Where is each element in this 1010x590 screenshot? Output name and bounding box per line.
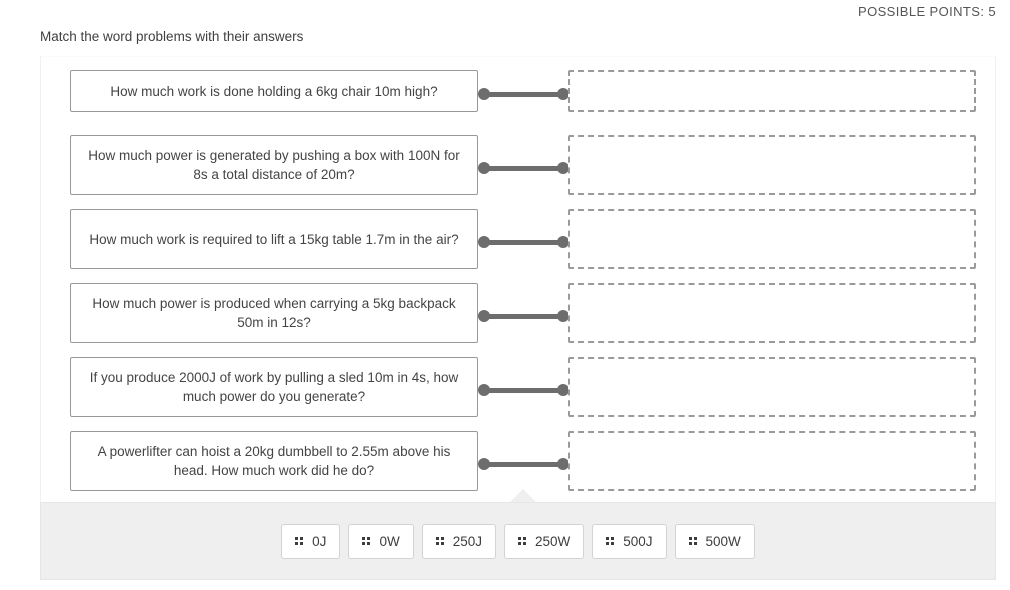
prompt-text: If you produce 2000J of work by pulling … [89,370,459,404]
answer-drop-zone[interactable] [568,283,976,343]
match-row: How much work is done holding a 6kg chai… [41,57,995,131]
prompt-box: How much work is required to lift a 15kg… [70,209,478,269]
possible-points-label: POSSIBLE POINTS: 5 [858,4,996,19]
match-row: How much work is required to lift a 15kg… [41,205,995,279]
grip-dots-icon[interactable] [688,537,697,545]
answer-drop-zone[interactable] [568,209,976,269]
connector-bar [482,388,565,393]
answer-tile[interactable]: 0W [348,523,414,559]
prompt-box: If you produce 2000J of work by pulling … [70,357,478,417]
prompt-text: How much power is produced when carrying… [92,296,456,330]
connector-line [478,236,569,248]
connector-knob-right [557,88,569,100]
answer-tile-label: 500J [623,533,653,549]
prompt-box: How much work is done holding a 6kg chai… [70,70,478,112]
match-row: How much power is produced when carrying… [41,279,995,353]
answer-drop-zone[interactable] [568,431,976,491]
matching-question-card: How much work is done holding a 6kg chai… [40,56,996,502]
connector-bar [482,240,565,245]
instruction-text: Match the word problems with their answe… [40,29,304,44]
connector-bar [482,462,565,467]
answer-tile-label: 250W [534,533,571,549]
prompt-text: How much work is required to lift a 15kg… [89,231,459,247]
connector-bar [482,314,565,319]
prompt-box: A powerlifter can hoist a 20kg dumbbell … [70,431,478,491]
prompt-text: How much power is generated by pushing a… [88,148,460,182]
answer-tile-label: 0W [379,533,400,549]
grip-dots-icon[interactable] [606,537,615,545]
match-row: How much power is generated by pushing a… [41,131,995,205]
connector-knob-right [557,384,569,396]
answer-tile[interactable]: 250W [503,523,585,559]
answer-choice-tray: 0J 0W 250J 250W 500J 500W [40,502,996,580]
answer-tile[interactable]: 500J [592,523,667,559]
connector-line [478,384,569,396]
answer-drop-zone[interactable] [568,135,976,195]
connector-bar [482,92,565,97]
answer-tile-label: 0J [312,533,327,549]
answer-drop-zone[interactable] [568,70,976,112]
grip-dots-icon[interactable] [517,537,526,545]
grip-dots-icon[interactable] [362,537,371,545]
connector-knob-right [557,310,569,322]
prompt-text: How much work is done holding a 6kg chai… [110,83,438,99]
matching-rows: How much work is done holding a 6kg chai… [41,57,995,501]
answer-tile-label: 250J [452,533,482,549]
answer-tile[interactable]: 500W [674,523,755,559]
tray-pointer-arrow [510,489,536,502]
connector-line [478,458,569,470]
connector-knob-right [557,236,569,248]
answer-drop-zone[interactable] [568,357,976,417]
connector-knob-right [557,458,569,470]
connector-line [478,88,569,100]
prompt-text: A powerlifter can hoist a 20kg dumbbell … [97,444,451,478]
connector-bar [482,166,565,171]
match-row: A powerlifter can hoist a 20kg dumbbell … [41,427,995,501]
prompt-box: How much power is produced when carrying… [70,283,478,343]
answer-tile-label: 500W [705,533,741,549]
answer-tile[interactable]: 0J [281,523,341,559]
connector-line [478,162,569,174]
match-row: If you produce 2000J of work by pulling … [41,353,995,427]
connector-knob-right [557,162,569,174]
connector-line [478,310,569,322]
prompt-box: How much power is generated by pushing a… [70,135,478,195]
grip-dots-icon[interactable] [435,537,444,545]
grip-dots-icon[interactable] [295,537,304,545]
answer-tile[interactable]: 250J [421,523,496,559]
